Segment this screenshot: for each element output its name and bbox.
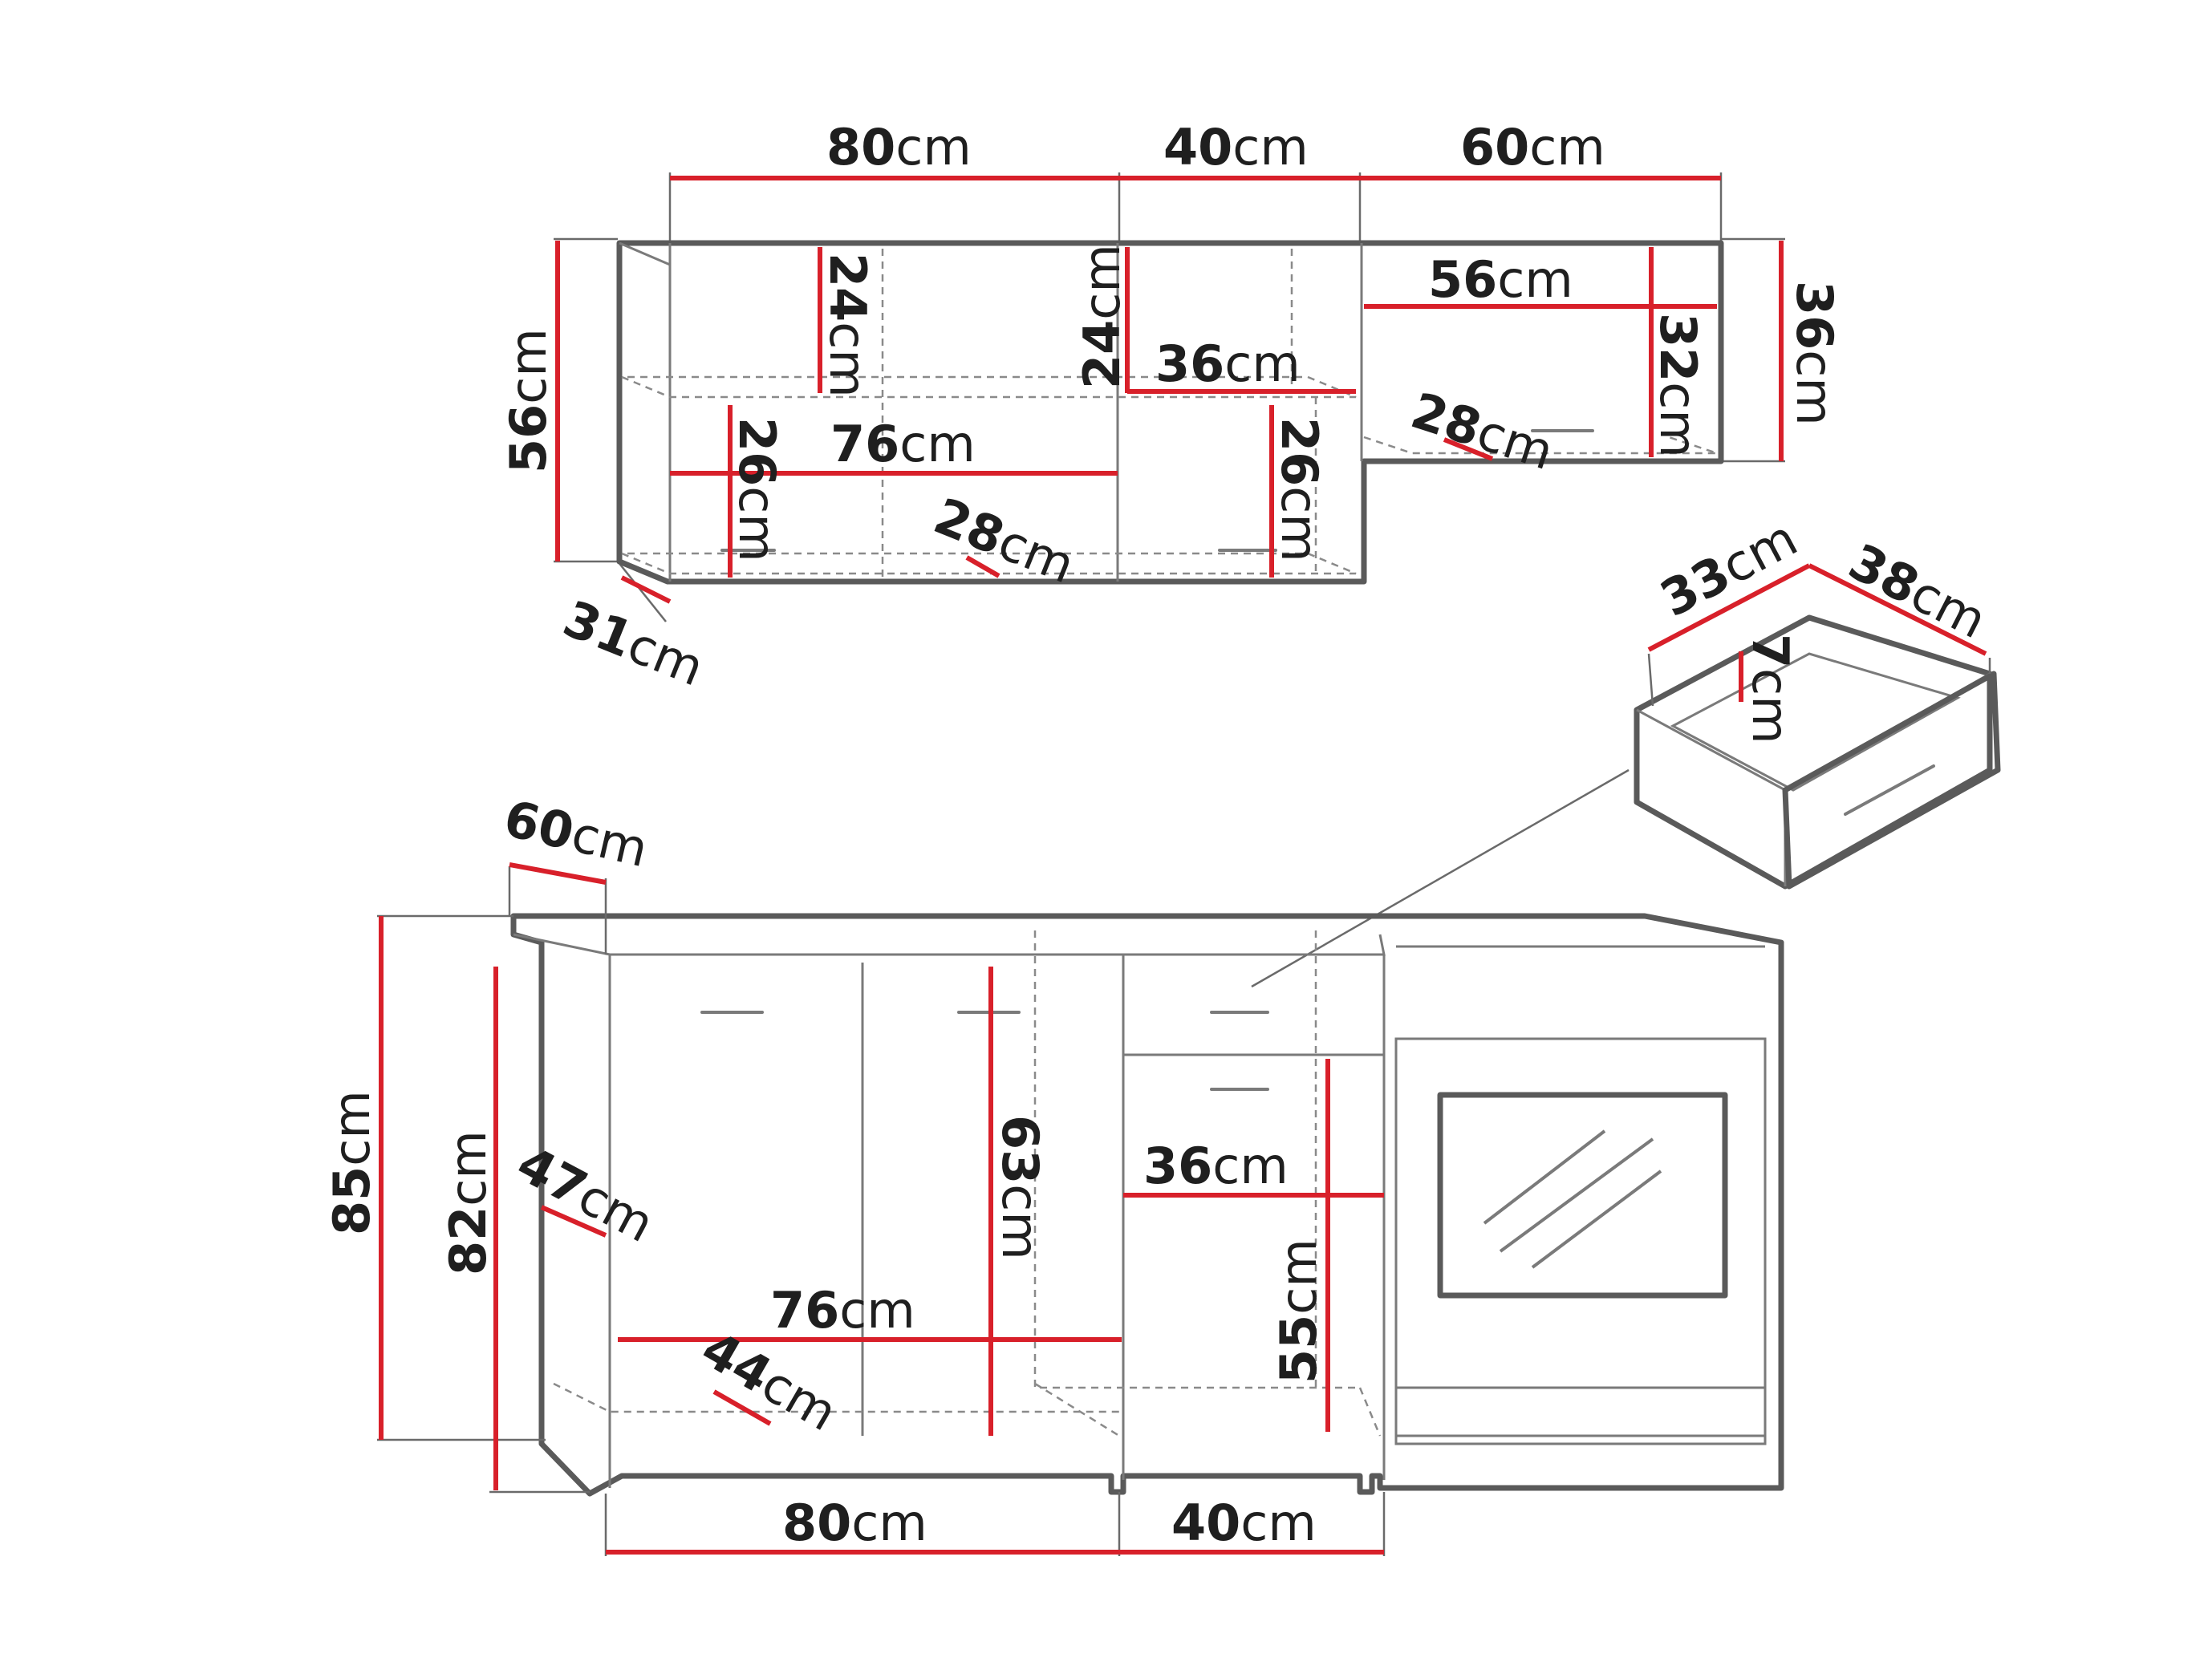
- wall-width-a-label: 80cm: [826, 118, 972, 176]
- wall-height-label: 56cm: [499, 328, 558, 473]
- base-unit-outline: [510, 913, 1784, 1497]
- wall-middle-shelf-width-label: 36cm: [1155, 334, 1301, 393]
- base-unit-handles: [700, 1011, 1269, 1091]
- wall-width-b-label: 40cm: [1163, 118, 1309, 176]
- base-countertop-edges: [513, 933, 1386, 1488]
- drawer-extension-lines: [1647, 653, 1991, 707]
- base-inner-depth-line: [540, 1205, 607, 1238]
- base-inner-height-label: 63cm: [991, 1115, 1049, 1260]
- wall-right-shelf-width-label: 56cm: [1428, 250, 1573, 309]
- base-width-a-label: 80cm: [782, 1494, 927, 1552]
- drawer-box-outline: [1634, 614, 1993, 890]
- base-door-split: [861, 955, 1386, 1480]
- drawer-front-panel: [1782, 671, 2001, 890]
- wall-lower-left-height-label: 26cm: [728, 417, 786, 562]
- base-total-height-label: 85cm: [323, 1090, 381, 1235]
- base-inner-depth-label: 47cm: [508, 1134, 664, 1254]
- drawer-group: 33cm 38cm 7cm: [1251, 509, 2001, 988]
- wall-unit-dividers: [668, 243, 1363, 582]
- base-inner-width-label: 76cm: [770, 1281, 915, 1340]
- drawer-height-label: 7cm: [1741, 634, 1800, 744]
- wall-lower-shelf-width-label: 76cm: [830, 415, 976, 473]
- wall-hidden-shelf-left: [621, 375, 1357, 399]
- base-units-group: 60cm 85cm 82cm 47cm 63cm 76cm 44cm 36cm …: [323, 788, 1784, 1556]
- base-carcass-height-label: 82cm: [439, 1130, 497, 1275]
- wall-hidden-shelf-bottom-left: [621, 552, 1357, 575]
- base-countertop-depth-line: [509, 862, 607, 885]
- base-drawer-unit-width-label: 36cm: [1143, 1137, 1289, 1195]
- wall-right-shelf-depth-label: 28cm: [1404, 381, 1560, 481]
- wall-right-height-label: 36cm: [1785, 281, 1844, 426]
- wall-lower-middle-height-label: 26cm: [1270, 417, 1329, 562]
- base-width-b-label: 40cm: [1171, 1494, 1317, 1552]
- wall-units-group: 80cm 40cm 60cm 56cm 36cm 31cm 24cm 24cm …: [499, 118, 1844, 698]
- base-height-extension-lines: [377, 866, 607, 1494]
- drawer-width-dimension-line: [1808, 563, 1987, 656]
- wall-hidden-verticals: [881, 249, 1317, 578]
- drawer-width-label: 38cm: [1840, 532, 1995, 650]
- wall-width-extension-lines: [668, 172, 1723, 241]
- base-shelf-depth-line: [712, 1389, 772, 1426]
- oven-window: [1437, 1092, 1728, 1299]
- wall-right-compartment-height-label: 32cm: [1649, 313, 1707, 458]
- oven-housing: [1394, 945, 1767, 1445]
- drawer-depth-dimension-line: [1647, 563, 1811, 652]
- wall-depth-dimension-line: [620, 575, 672, 604]
- drawer-handle: [1844, 764, 1935, 816]
- wall-right-shelf-depth-line: [1443, 437, 1494, 461]
- base-drawer-unit-height-label: 55cm: [1269, 1238, 1328, 1384]
- drawer-inner-floor: [1670, 652, 1961, 792]
- oven-bottom-panel: [1396, 1386, 1765, 1437]
- wall-middle-shelf-height-label: 24cm: [1073, 244, 1131, 389]
- wall-left-shelf-height-label: 24cm: [818, 253, 877, 398]
- wall-unit-outline: [616, 240, 1724, 585]
- wall-height-extension-lines: [554, 237, 1785, 563]
- wall-unit-side-edge: [619, 241, 671, 266]
- wall-depth-extension-line: [617, 561, 667, 622]
- oven-glass-reflection: [1483, 1129, 1662, 1269]
- wall-lower-shelf-depth-line: [965, 555, 1000, 578]
- drawer-callout-line: [1251, 768, 1630, 988]
- wall-width-c-label: 60cm: [1460, 118, 1605, 176]
- wall-depth-label: 31cm: [555, 589, 712, 697]
- wall-lower-shelf-depth-label: 28cm: [926, 486, 1082, 594]
- base-width-extension-lines: [604, 1492, 1386, 1556]
